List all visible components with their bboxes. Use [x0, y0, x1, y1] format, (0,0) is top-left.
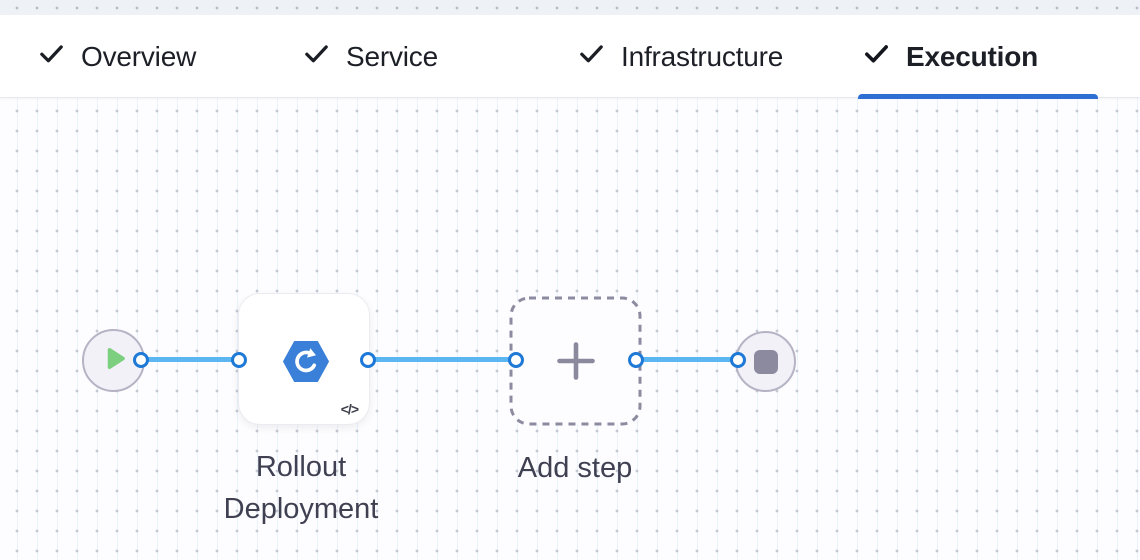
- port-start-out[interactable]: [133, 352, 149, 368]
- active-tab-indicator: [858, 94, 1098, 99]
- check-icon: [577, 39, 606, 75]
- port-addstep-in[interactable]: [508, 352, 524, 368]
- k8s-rollout-icon: [283, 341, 329, 387]
- play-icon: [101, 346, 127, 376]
- port-addstep-out[interactable]: [628, 352, 644, 368]
- tab-overview[interactable]: Overview: [37, 15, 196, 98]
- port-step-in[interactable]: [231, 352, 247, 368]
- tab-label: Overview: [81, 40, 197, 72]
- pipeline-canvas[interactable]: </> Rollout Deployment Add step: [0, 98, 1140, 560]
- canvas-top-strip: [0, 0, 1140, 15]
- edge-start-to-step: [141, 357, 239, 362]
- check-icon: [302, 39, 331, 75]
- check-icon: [37, 39, 66, 75]
- step-node-rollout-deployment[interactable]: </>: [238, 293, 370, 425]
- port-step-out[interactable]: [360, 352, 376, 368]
- edge-step-to-addstep: [368, 357, 516, 362]
- add-step-label: Add step: [517, 452, 633, 484]
- code-view-icon[interactable]: </>: [340, 401, 359, 417]
- check-icon: [862, 39, 891, 75]
- tab-label: Service: [346, 40, 438, 72]
- port-end-in[interactable]: [730, 352, 746, 368]
- stop-icon: [753, 349, 778, 374]
- tab-infrastructure[interactable]: Infrastructure: [577, 15, 783, 98]
- step-node-label: Rollout Deployment: [223, 451, 379, 525]
- tab-service[interactable]: Service: [302, 15, 438, 98]
- plus-icon[interactable]: [556, 341, 596, 386]
- tab-label: Execution: [906, 40, 1039, 72]
- edge-addstep-to-end: [636, 357, 738, 362]
- tab-execution[interactable]: Execution: [858, 15, 1098, 99]
- stage-tab-bar: Overview Service Infrastructure Executio…: [0, 15, 1140, 99]
- tab-label: Infrastructure: [621, 40, 784, 72]
